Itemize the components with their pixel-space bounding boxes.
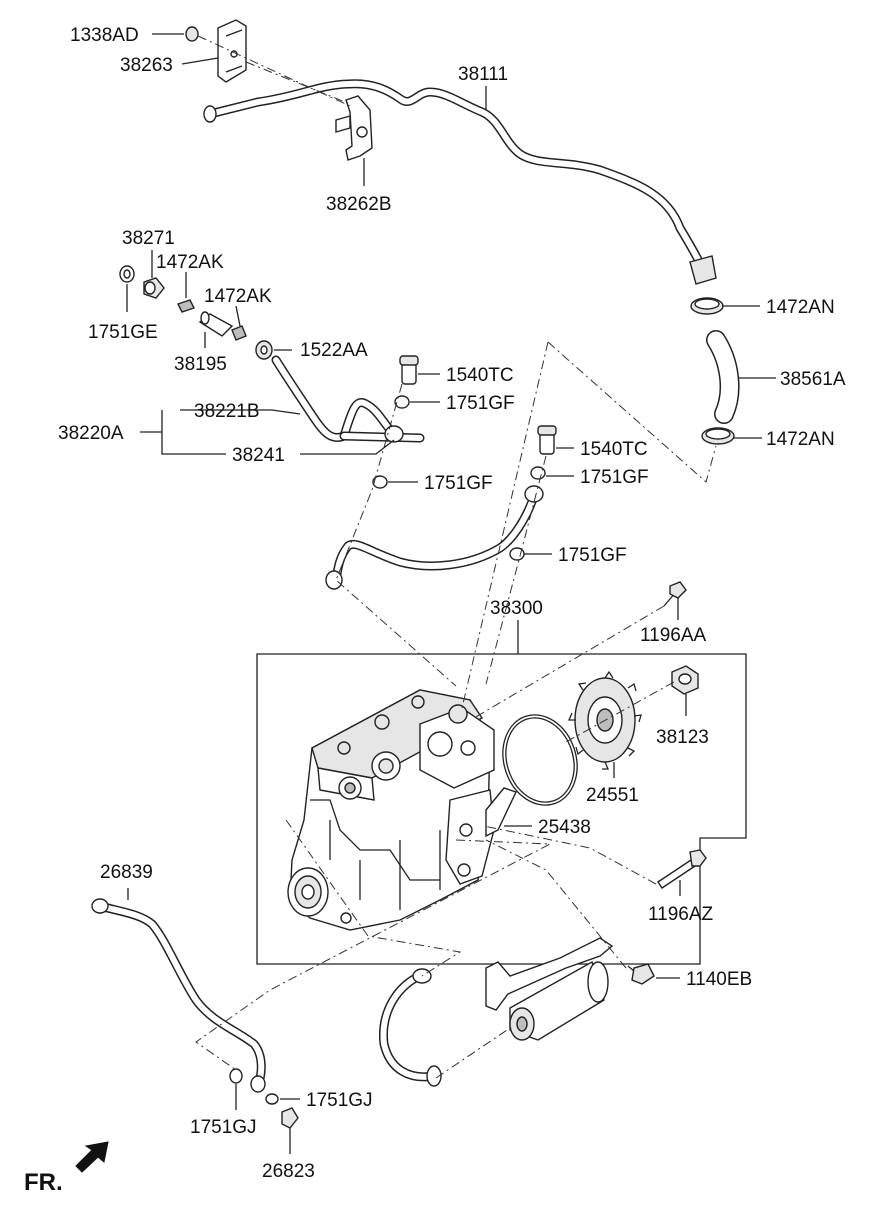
nut-38123 <box>671 665 699 695</box>
clamp-1472AN-b <box>701 427 735 445</box>
label-1196AZ: 1196AZ <box>648 904 714 925</box>
fuel-pump-body <box>287 689 495 931</box>
label-38221B: 38221B <box>194 401 260 422</box>
label-1751GE: 1751GE <box>88 322 158 343</box>
label-38111: 38111 <box>458 64 508 85</box>
high-pressure-pipe <box>325 485 544 590</box>
label-38241: 38241 <box>232 445 285 466</box>
filter-pipe <box>379 968 442 1087</box>
o-ring <box>502 714 578 806</box>
label-1472AK-b: 1472AK <box>204 286 272 307</box>
label-38561A: 38561A <box>780 369 846 390</box>
label-1338AD: 1338AD <box>70 25 139 46</box>
washer-1751GE <box>119 265 135 283</box>
bolt-1140EB <box>627 963 655 985</box>
pipe-26839 <box>91 898 266 1093</box>
hose-38195 <box>198 311 234 337</box>
label-1472AN-b: 1472AN <box>766 429 835 450</box>
label-38263: 38263 <box>120 55 173 76</box>
clamp-1472AN-a <box>690 297 724 315</box>
label-1751GF-a: 1751GF <box>446 393 515 414</box>
front-arrow-icon <box>75 1141 109 1173</box>
label-1472AN-a: 1472AN <box>766 297 835 318</box>
banjo-bolt-1540TC-a <box>399 355 419 385</box>
label-1751GF-b: 1751GF <box>424 473 493 494</box>
label-38220A: 38220A <box>58 423 124 444</box>
return-pipe-38111 <box>203 79 717 285</box>
bracket-38263 <box>217 19 247 83</box>
label-1751GJ-a: 1751GJ <box>190 1117 257 1138</box>
dashed-guides <box>195 35 717 1079</box>
pipe-38241 <box>339 425 425 443</box>
label-38195: 38195 <box>174 354 227 375</box>
label-1751GJ-b: 1751GJ <box>306 1090 373 1111</box>
bracket-38262B <box>335 95 373 161</box>
label-1751GF-c: 1751GF <box>580 467 649 488</box>
label-24551: 24551 <box>586 785 639 806</box>
bolt-1196AA <box>663 581 687 607</box>
bolt-1196AZ <box>657 849 707 889</box>
clip-1472AK-b <box>231 325 247 341</box>
label-38300: 38300 <box>490 598 543 619</box>
assembly-box-38300 <box>256 620 747 965</box>
bolt-1338AD <box>185 26 199 42</box>
washer-1751GF-c <box>530 466 546 480</box>
label-26823: 26823 <box>262 1161 315 1182</box>
fitting-1522AA <box>255 340 273 360</box>
washer-1751GF-b <box>372 475 388 489</box>
label-1751GF-d: 1751GF <box>558 545 627 566</box>
label-26839: 26839 <box>100 862 153 883</box>
leader-lines <box>126 33 776 1154</box>
clip-1472AK-a <box>177 299 195 313</box>
washer-1751GJ-b <box>265 1093 279 1105</box>
label-1140EB: 1140EB <box>686 969 752 990</box>
hose-38561A <box>706 330 740 424</box>
fuel-filter <box>485 937 614 1041</box>
washer-1751GF-a <box>394 395 410 409</box>
label-38123: 38123 <box>656 727 709 748</box>
part-labels: 1338AD 38263 38111 38262B 38271 1472AK 1… <box>58 25 846 1182</box>
label-25438: 25438 <box>538 817 591 838</box>
front-direction-indicator: FR. <box>24 1141 109 1196</box>
label-1522AA: 1522AA <box>300 340 368 361</box>
fr-label: FR. <box>24 1169 63 1196</box>
label-1472AK-a: 1472AK <box>156 252 224 273</box>
label-1540TC-a: 1540TC <box>446 365 514 386</box>
label-1540TC-b: 1540TC <box>580 439 648 460</box>
washer-1751GJ-a <box>229 1068 243 1084</box>
fitting-38271 <box>143 277 165 299</box>
plug-26823 <box>281 1107 299 1129</box>
label-38262B: 38262B <box>326 194 392 215</box>
banjo-bolt-1540TC-b <box>537 425 557 455</box>
label-1196AA: 1196AA <box>640 625 707 646</box>
gasket-25438 <box>485 787 517 838</box>
label-38271: 38271 <box>122 228 175 249</box>
pipe-38221B <box>271 355 397 442</box>
